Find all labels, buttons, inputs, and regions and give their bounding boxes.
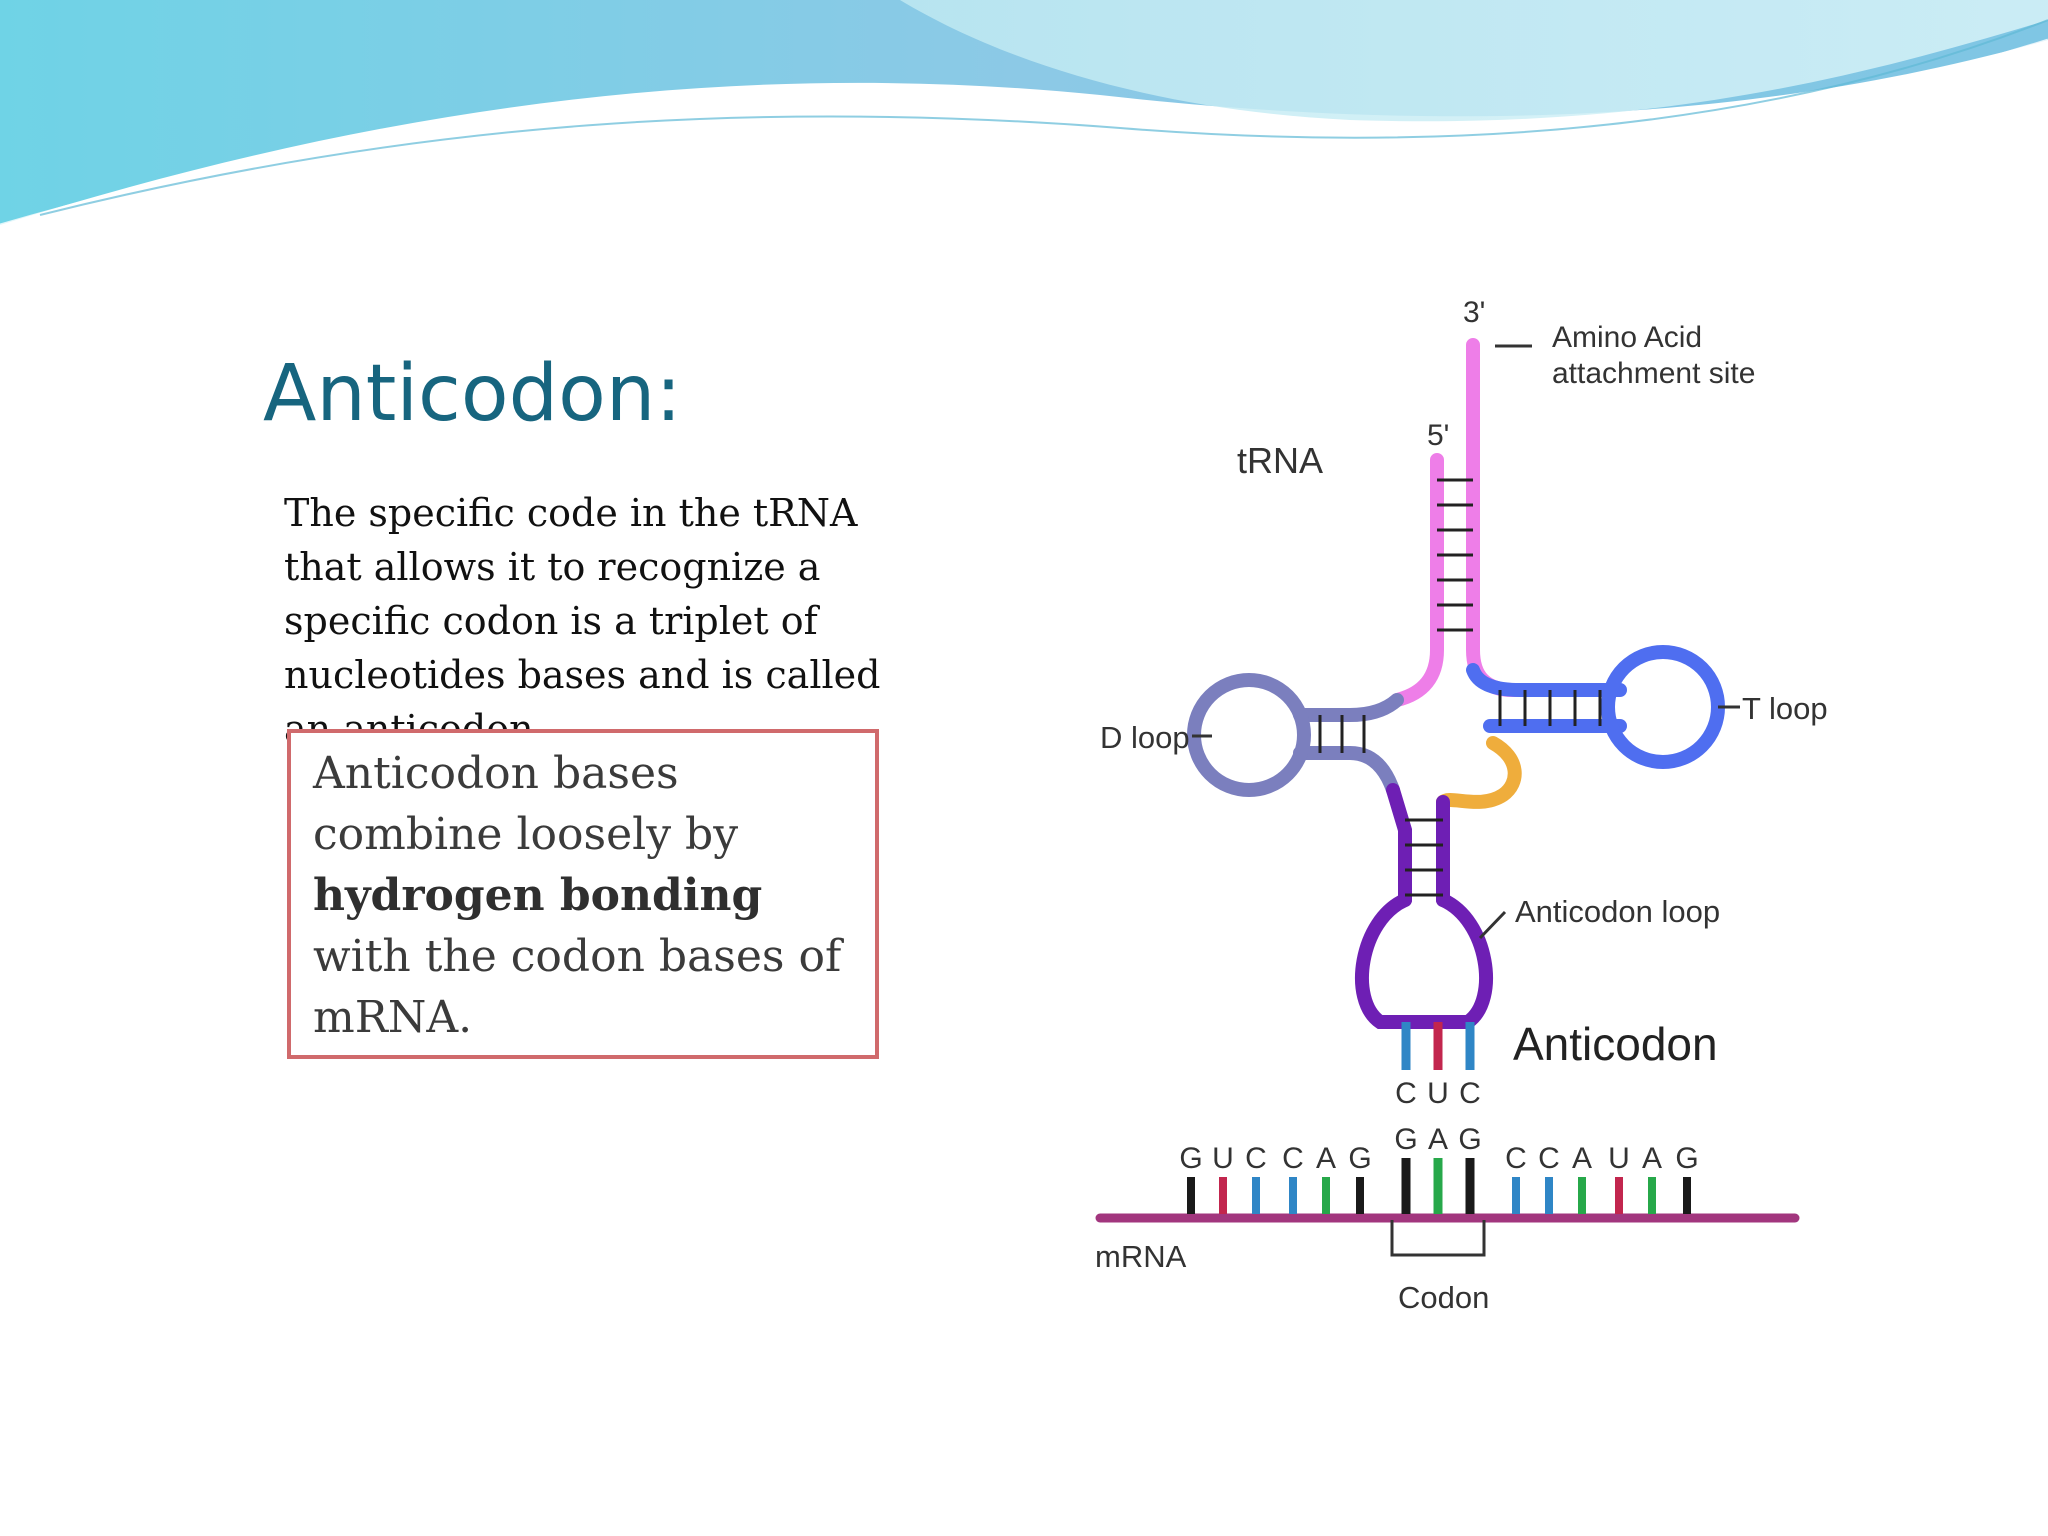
d-arm-lower-strand [1293, 746, 1400, 797]
amino-acid-label-line: Amino Acid [1552, 321, 1702, 354]
note-line: hydrogen bonding [313, 865, 857, 926]
mrna-base-letter: A [1572, 1142, 1592, 1175]
amino-acid-label: Amino Acid attachment site [1552, 321, 1755, 390]
t-arm-base-pairs [1498, 690, 1602, 726]
mrna-base-letter: A [1642, 1142, 1662, 1175]
mrna-base-letter: A [1316, 1142, 1336, 1175]
hydrogen-bonding-note-box: Anticodon bases combine loosely by hydro… [287, 729, 879, 1059]
codon-base-letter: G [1394, 1123, 1417, 1156]
mrna-base-letter: U [1608, 1142, 1630, 1175]
variable-loop [1436, 736, 1522, 809]
mrna-base-letter: C [1538, 1142, 1560, 1175]
note-emphasis: hydrogen bonding [313, 870, 763, 921]
anticodon-base-stubs [1401, 1022, 1475, 1070]
amino-acid-label-line: attachment site [1552, 357, 1755, 390]
trna-label: tRNA [1237, 440, 1323, 481]
header-wave-decoration [0, 0, 2048, 227]
mrna-base-letter: G [1348, 1142, 1371, 1175]
t-loop-label: T loop [1742, 691, 1828, 726]
note-line: with the codon bases of [313, 931, 842, 982]
anticodon-loop-label: Anticodon loop [1515, 894, 1720, 929]
anticodon-arm-base-pairs [1405, 818, 1443, 897]
anticodon-arm-left-strand [1386, 783, 1412, 907]
anticodon-base-letter: C [1459, 1077, 1481, 1110]
definition-text: The specific code in the tRNA that allow… [284, 486, 924, 756]
mrna-base-letter: G [1179, 1142, 1202, 1175]
definition-line: specific codon is a triplet of [284, 599, 818, 643]
anticodon-base-letter: C [1395, 1077, 1417, 1110]
acceptor-stem-5prime-strand [1390, 453, 1444, 707]
t-arm-strand [1466, 663, 1627, 697]
three-prime-label: 3' [1463, 296, 1485, 329]
codon-label: Codon [1398, 1280, 1489, 1315]
five-prime-label: 5' [1427, 419, 1449, 452]
definition-line: that allows it to recognize a [284, 545, 821, 589]
note-line: combine loosely by [313, 809, 739, 860]
anticodon-loop [1354, 893, 1494, 1029]
t-loop [1601, 645, 1725, 769]
acceptor-stem-base-pairs [1437, 478, 1473, 632]
mrna-base-letter: C [1282, 1142, 1304, 1175]
note-line: Anticodon bases [313, 748, 679, 799]
mrna-base-letter: C [1245, 1142, 1267, 1175]
page-title: Anticodon: [263, 349, 682, 439]
mrna-base-letter: U [1212, 1142, 1234, 1175]
diagram-labels: 3' Amino Acid attachment site 5' tRNA D … [1095, 296, 1828, 1315]
definition-line: nucleotides bases and is called [284, 653, 881, 697]
d-loop-label: D loop [1100, 720, 1190, 755]
trna-diagram: 3' Amino Acid attachment site 5' tRNA D … [1095, 296, 1828, 1315]
mrna-base-letter: G [1675, 1142, 1698, 1175]
d-arm-base-pairs [1318, 715, 1366, 753]
mrna-label: mRNA [1095, 1239, 1187, 1274]
anticodon-label: Anticodon [1513, 1018, 1718, 1070]
codon-base-letter: G [1458, 1123, 1481, 1156]
acceptor-stem-3prime-strand [1466, 338, 1557, 697]
d-arm-upper-strand [1293, 693, 1404, 722]
anticodon-base-letter: U [1427, 1077, 1449, 1110]
definition-line: The specific code in the tRNA [284, 491, 858, 535]
codon-bracket [1390, 1220, 1486, 1257]
note-line: mRNA. [313, 992, 473, 1043]
codon-base-letter: A [1428, 1123, 1448, 1156]
mrna-base-bars [1187, 1158, 1691, 1214]
anticodon-loop-leader-line [1478, 910, 1507, 940]
mrna-base-letter: C [1505, 1142, 1527, 1175]
